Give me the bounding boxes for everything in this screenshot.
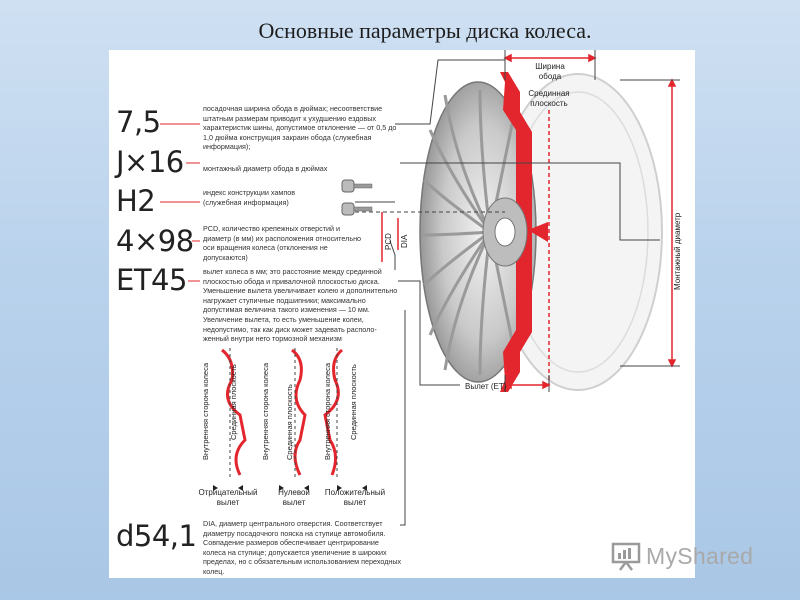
param-code-width: 7,5	[116, 105, 161, 139]
param-code-hump: H2	[116, 184, 156, 218]
dimension-lines	[503, 53, 677, 385]
offset-positive-inner: Внутренняя сторона колеса	[323, 362, 332, 460]
offset-type-positive	[323, 348, 344, 478]
offset-zero-plane: Срединная плоскость	[285, 384, 294, 460]
param-code-diameter: J×16	[116, 145, 184, 179]
param-code-pcd: 4×98	[116, 224, 194, 258]
offset-type-zero	[291, 348, 307, 478]
offset-negative-plane: Срединная плоскость	[229, 364, 238, 440]
offset-type-negative	[221, 348, 247, 478]
label-dia: DIA	[400, 234, 409, 248]
offset-positive-caption-2: вылет	[344, 498, 367, 507]
param-code-offset: ET45	[116, 263, 187, 297]
slide-title-text: Основные параметры диска колеса	[258, 18, 586, 43]
label-mount-diameter: Монтажный диаметр	[673, 212, 682, 290]
wheel-rim	[419, 72, 663, 392]
watermark-logo: MyShared	[610, 540, 753, 572]
label-offset: Вылет (ET)	[465, 382, 507, 391]
offset-positive-plane: Срединная плоскость	[349, 364, 358, 440]
logo-text: MyShared	[646, 542, 754, 569]
param-desc-offset: вылет колеса в мм; это расстояние между …	[203, 267, 398, 344]
label-rim-width-2: обода	[539, 72, 562, 81]
param-desc-diameter: монтажный диаметр обода в дюймах	[203, 164, 328, 173]
presentation-board-icon	[611, 542, 641, 571]
label-mid-plane-1: Срединная	[528, 89, 569, 98]
label-rim-width-1: Ширина	[535, 62, 565, 71]
offset-negative-inner: Внутренняя сторона колеса	[201, 362, 210, 460]
label-pcd: PCD	[384, 233, 393, 250]
offset-zero-inner: Внутренняя сторона колеса	[261, 362, 270, 460]
label-mid-plane-2: плоскость	[530, 99, 567, 108]
offset-negative-caption-1: Отрицательный	[199, 488, 258, 497]
param-desc-pcd: PCD, количество крепежных отверстий и ди…	[203, 224, 362, 262]
offset-zero-caption-2: вылет	[283, 498, 306, 507]
offset-zero-caption-1: Нулевой	[278, 488, 310, 497]
param-desc-hump: индекс конструкции хампов (служебная инф…	[203, 188, 296, 207]
bolt-icons	[341, 179, 373, 216]
param-code-dia: d54,1	[116, 519, 197, 553]
slide-title: Основные параметры диска колеса.	[0, 18, 800, 44]
offset-positive-caption-1: Положительный	[325, 488, 385, 497]
slide-title-dot: .	[586, 18, 592, 43]
code-leader-lines	[160, 123, 200, 282]
offset-negative-caption-2: вылет	[217, 498, 240, 507]
param-desc-width: посадочная ширина обода в дюймах; несоот…	[203, 104, 397, 152]
param-desc-dia: DIA, диаметр центрального отверстия. Соо…	[203, 519, 402, 576]
